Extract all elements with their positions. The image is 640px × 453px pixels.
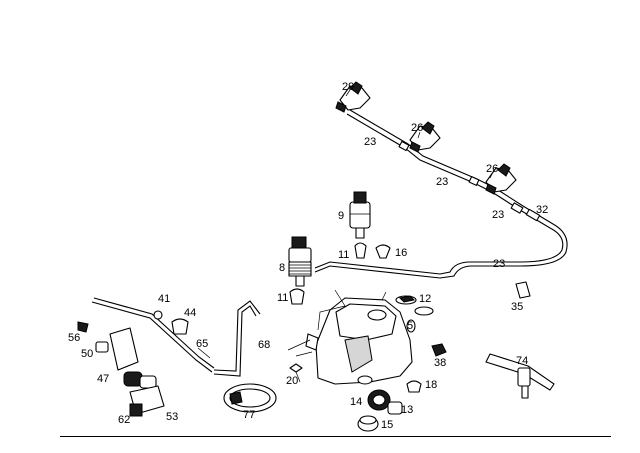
label-12: 12 bbox=[419, 293, 431, 305]
pump-53 bbox=[129, 385, 165, 417]
label-14: 14 bbox=[350, 396, 362, 408]
label-23b: 23 bbox=[436, 176, 448, 188]
seal-parts-13-14-15 bbox=[357, 389, 403, 432]
label-26a: 26 bbox=[411, 122, 423, 134]
pipe-68 bbox=[213, 300, 261, 377]
label-11b: 11 bbox=[277, 292, 288, 304]
label-29: 29 bbox=[342, 81, 354, 93]
clip-35 bbox=[515, 281, 531, 299]
label-65: 65 bbox=[196, 338, 208, 350]
label-50: 50 bbox=[81, 348, 93, 360]
label-77: 77 bbox=[243, 409, 255, 421]
part-labels: 29 26 26 23 23 23 23 32 35 9 11 16 8 11 … bbox=[68, 81, 548, 431]
screw-20 bbox=[289, 363, 303, 383]
label-23c: 23 bbox=[492, 209, 504, 221]
grommet-11b bbox=[289, 288, 305, 305]
label-5: 5 bbox=[407, 320, 413, 332]
pump-47 bbox=[109, 327, 157, 389]
label-44: 44 bbox=[184, 307, 196, 319]
label-8: 8 bbox=[279, 262, 285, 274]
label-32: 32 bbox=[536, 204, 548, 216]
label-53: 53 bbox=[166, 411, 178, 423]
washer-nozzle-29 bbox=[335, 81, 371, 113]
label-20: 20 bbox=[286, 375, 298, 387]
label-56: 56 bbox=[68, 332, 80, 344]
bottom-divider bbox=[60, 436, 611, 437]
label-23d: 23 bbox=[493, 258, 505, 270]
label-16: 16 bbox=[395, 247, 407, 259]
label-23a: 23 bbox=[364, 136, 376, 148]
leader-lines bbox=[197, 89, 494, 359]
label-62: 62 bbox=[118, 414, 130, 426]
reservoir-cap-12 bbox=[395, 295, 434, 316]
grommet-11a bbox=[354, 242, 367, 259]
label-35: 35 bbox=[511, 301, 523, 313]
grommet-44 bbox=[171, 318, 189, 335]
label-15: 15 bbox=[381, 419, 393, 431]
label-68: 68 bbox=[258, 339, 270, 351]
washer-hose-line bbox=[314, 109, 568, 279]
label-26b: 26 bbox=[486, 163, 498, 175]
bracket-74 bbox=[485, 353, 555, 399]
connector-50-56 bbox=[77, 321, 109, 353]
clip-38 bbox=[431, 343, 447, 357]
label-41: 41 bbox=[158, 293, 170, 305]
label-38: 38 bbox=[434, 357, 446, 369]
hose-41 bbox=[91, 297, 215, 373]
label-9: 9 bbox=[338, 210, 344, 222]
label-74: 74 bbox=[516, 355, 528, 367]
grommet-16 bbox=[375, 244, 391, 259]
washer-pump-8 bbox=[288, 236, 312, 287]
label-47: 47 bbox=[97, 373, 109, 385]
label-11a: 11 bbox=[338, 249, 349, 261]
strap-77 bbox=[223, 383, 277, 413]
grommet-18 bbox=[406, 380, 422, 393]
label-18: 18 bbox=[425, 379, 437, 391]
washer-nozzle-26b bbox=[485, 163, 517, 195]
label-13: 13 bbox=[401, 404, 413, 416]
washer-nozzle-26a bbox=[409, 121, 441, 153]
washer-reservoir bbox=[305, 297, 416, 385]
washer-pump-9 bbox=[349, 191, 371, 239]
